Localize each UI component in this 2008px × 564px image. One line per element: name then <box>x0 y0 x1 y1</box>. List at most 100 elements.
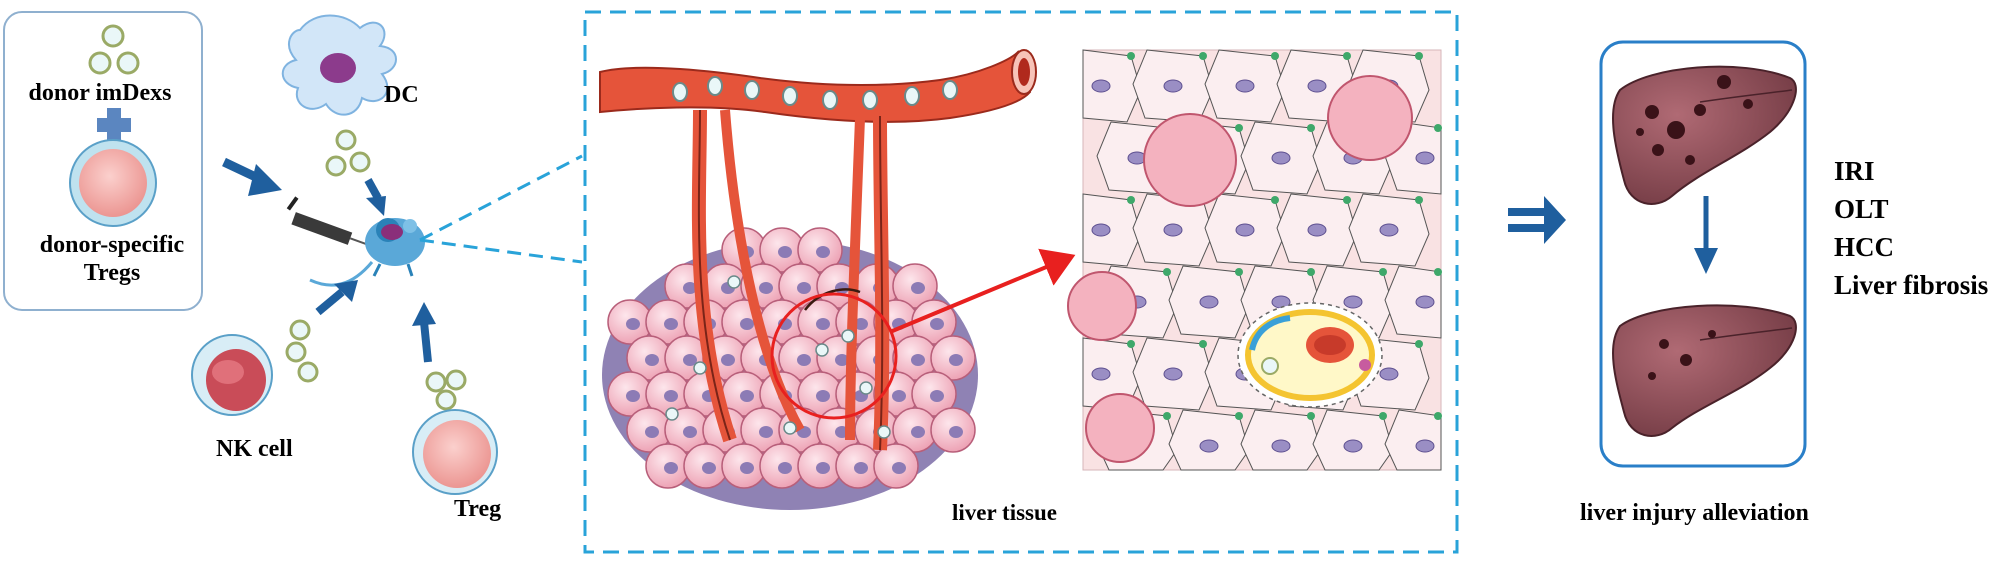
hepatocyte-nucleus <box>664 318 678 330</box>
tissue-junction <box>1235 124 1243 132</box>
tissue-junction <box>1163 412 1171 420</box>
tissue-cell-nucleus <box>1235 223 1255 237</box>
hepatocyte-nucleus <box>854 462 868 474</box>
nk-exosome-cluster-icon <box>285 319 319 383</box>
tissue-cell-nucleus <box>1343 295 1363 309</box>
hepatocyte-nucleus <box>626 318 640 330</box>
hepatocyte-nucleus <box>911 426 925 438</box>
tissue-cell-nucleus <box>1235 79 1255 93</box>
tissue-cell-nucleus <box>1343 439 1363 453</box>
donor-panel <box>3 11 203 311</box>
hepatocyte-nucleus <box>911 354 925 366</box>
dc-cell-icon <box>281 14 397 116</box>
liver-tissue-frame <box>583 10 1459 554</box>
tissue-cell-nucleus <box>1199 439 1219 453</box>
label-dc: DC <box>384 82 419 108</box>
zoom-line-upper <box>419 154 583 242</box>
label-donor-specific-tregs-line2: Tregs <box>83 259 141 286</box>
healed-liver-icon <box>1612 304 1797 437</box>
tissue-junction <box>1199 52 1207 60</box>
mouse-icon <box>309 218 425 287</box>
tissue-junction <box>1434 268 1442 276</box>
vessel-exosome <box>822 90 838 110</box>
arrow-to-outcome <box>1508 196 1566 244</box>
tissue-cell-nucleus <box>1271 151 1291 165</box>
zoom-line-lower <box>419 238 583 264</box>
hepatocyte-nucleus <box>702 462 716 474</box>
treg-exosome-cluster-icon <box>425 369 467 411</box>
hepatocyte-nucleus <box>816 246 830 258</box>
arrow-down <box>1694 196 1718 274</box>
hepatocyte-nucleus <box>892 390 906 402</box>
tissue-cell-nucleus <box>1163 367 1183 381</box>
hepatocyte-nucleus <box>816 462 830 474</box>
tissue-junction <box>1379 412 1387 420</box>
hepatocyte-nucleus <box>626 390 640 402</box>
hepatocyte-nucleus <box>778 246 792 258</box>
label-nk-cell: NK cell <box>216 436 293 462</box>
zoom-circle <box>770 292 898 420</box>
hepatocyte-nucleus <box>683 354 697 366</box>
tissue-cell-nucleus <box>1091 79 1111 93</box>
tissue-junction <box>1235 268 1243 276</box>
tissue-junction <box>1307 412 1315 420</box>
plus-icon <box>97 108 131 142</box>
zoom-arrow <box>889 248 1076 334</box>
tissue-cell-nucleus <box>1163 223 1183 237</box>
tissue-junction <box>1307 268 1315 276</box>
vessel-exosome <box>862 90 878 110</box>
tissue-junction <box>1199 340 1207 348</box>
hepatocyte-nucleus <box>740 318 754 330</box>
treg-bottom-cell-icon <box>412 409 498 495</box>
hepatocyte-nucleus <box>949 354 963 366</box>
tissue-cell-nucleus <box>1379 223 1399 237</box>
tissue-junction <box>1434 412 1442 420</box>
label-donor-specific-tregs: donor-specific Tregs <box>40 232 184 287</box>
tissue-exosome <box>877 425 891 439</box>
tissue-exosome <box>859 381 873 395</box>
hepatocyte-nucleus <box>664 462 678 474</box>
hepatocyte-cluster <box>602 227 978 510</box>
hepatocyte-nucleus <box>797 354 811 366</box>
tissue-vacuole <box>1067 271 1137 341</box>
arrow-treg-to-mouse <box>412 302 436 363</box>
label-liver-tissue: liver tissue <box>952 500 1057 525</box>
tissue-exosome <box>783 421 797 435</box>
vessel-exosome <box>904 86 920 106</box>
condition-olt: OLT <box>1834 194 1889 224</box>
tissue-junction <box>1307 124 1315 132</box>
hepatocyte-nucleus <box>683 426 697 438</box>
condition-iri: IRI <box>1834 156 1875 186</box>
hepatocyte-nucleus <box>759 426 773 438</box>
label-liver-injury-alleviation: liver injury alleviation <box>1580 500 1809 526</box>
tissue-junction <box>1127 340 1135 348</box>
hepatocyte-nucleus <box>721 354 735 366</box>
hepatocyte-nucleus <box>835 354 849 366</box>
tissue-cell-nucleus <box>1091 367 1111 381</box>
vessel-exosome <box>707 76 723 96</box>
tissue-cell-nucleus <box>1271 439 1291 453</box>
tissue-junction <box>1415 196 1423 204</box>
imdex-cluster-icon <box>88 24 140 75</box>
tissue-vacuole <box>1327 75 1413 161</box>
hepatocyte-nucleus <box>797 282 811 294</box>
tissue-cell-nucleus <box>1415 439 1435 453</box>
tissue-exosome <box>727 275 741 289</box>
tissue-junction <box>1415 52 1423 60</box>
tissue-exosome <box>841 329 855 343</box>
hepatocyte-nucleus <box>892 462 906 474</box>
hepatocyte-nucleus <box>740 390 754 402</box>
label-donor-imdexs: donor imDexs <box>28 80 172 106</box>
tissue-cell-nucleus <box>1307 79 1327 93</box>
hepatocyte-nucleus <box>778 462 792 474</box>
hepatocyte-nucleus <box>759 282 773 294</box>
hepatocyte-nucleus <box>816 390 830 402</box>
tissue-cell-nucleus <box>1415 295 1435 309</box>
tissue-cell-nucleus <box>1307 223 1327 237</box>
vessel-exosome <box>744 80 760 100</box>
nk-cell-icon <box>191 334 273 416</box>
tissue-junction <box>1271 196 1279 204</box>
hepatocyte-nucleus <box>664 390 678 402</box>
tissue-cell-nucleus <box>1415 151 1435 165</box>
